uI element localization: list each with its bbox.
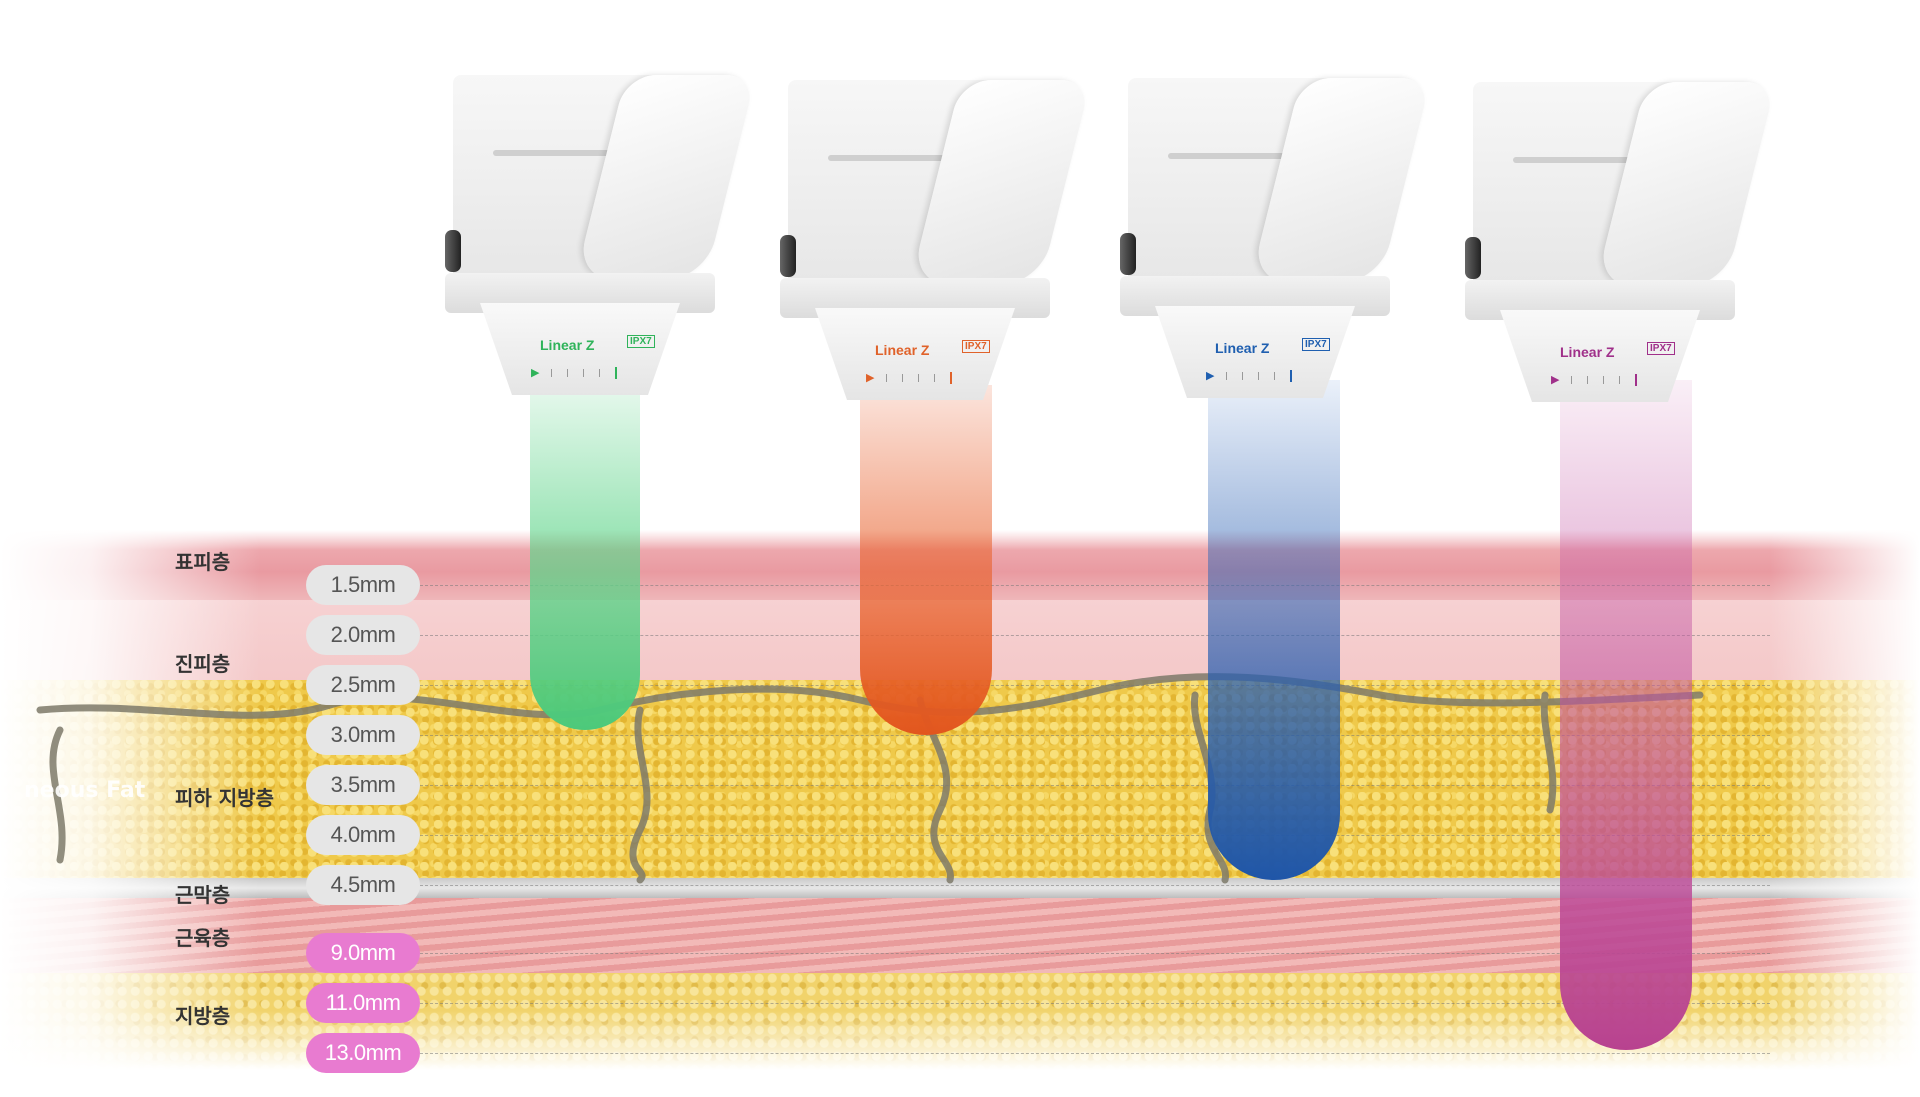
label-epidermis: 표피층	[175, 550, 231, 574]
depth-scale-icon: ▶	[531, 367, 621, 379]
fascia-layer	[0, 878, 1920, 898]
orange-beam	[860, 385, 992, 735]
label-subcutaneous-fat: 피하 지방층	[175, 786, 274, 810]
purple-cartridge-icon	[1500, 310, 1700, 402]
cartridge-1: Linear Z IPX7 ▶	[445, 75, 757, 395]
label-fascia: 근막층	[175, 883, 231, 907]
blue-cartridge-icon	[1155, 306, 1355, 398]
purple-beam	[1560, 380, 1692, 1050]
cartridge-2: Linear Z IPX7 ▶	[780, 80, 1092, 400]
depth-line	[420, 1003, 1770, 1004]
label-fat: 지방층	[175, 1004, 231, 1028]
knob-icon	[445, 230, 461, 272]
cartridge-3: Linear Z IPX7 ▶	[1120, 78, 1432, 398]
cartridge-brand: Linear Z	[540, 337, 595, 353]
depth-pill-deep-3: 13.0mm	[306, 1033, 420, 1073]
ipx-badge: IPX7	[1302, 338, 1330, 351]
depth-scale-icon: ▶	[866, 372, 956, 384]
depth-pill-deep-2: 11.0mm	[306, 983, 420, 1023]
ghost-layer-label: neous Fat	[24, 778, 146, 803]
label-muscle: 근육층	[175, 926, 231, 950]
depth-pill-6: 4.0mm	[306, 815, 420, 855]
depth-line	[420, 835, 1770, 836]
green-cartridge-icon	[480, 303, 680, 395]
depth-pill-1: 1.5mm	[306, 565, 420, 605]
depth-pill-3: 2.5mm	[306, 665, 420, 705]
knob-icon	[1120, 233, 1136, 275]
ipx-badge: IPX7	[1647, 342, 1675, 355]
depth-pill-2: 2.0mm	[306, 615, 420, 655]
depth-pill-5: 3.5mm	[306, 765, 420, 805]
depth-line	[420, 785, 1770, 786]
depth-line	[420, 953, 1770, 954]
depth-line	[420, 1053, 1770, 1054]
depth-scale-icon: ▶	[1551, 374, 1641, 386]
depth-line	[420, 635, 1770, 636]
knob-icon	[780, 235, 796, 277]
cartridge-4: Linear Z IPX7 ▶	[1465, 82, 1777, 402]
orange-cartridge-icon	[815, 308, 1015, 400]
knob-icon	[1465, 237, 1481, 279]
depth-scale-icon: ▶	[1206, 370, 1296, 382]
depth-line	[420, 685, 1770, 686]
ipx-badge: IPX7	[962, 340, 990, 353]
label-dermis: 진피층	[175, 652, 231, 676]
depth-pill-4: 3.0mm	[306, 715, 420, 755]
depth-line	[420, 885, 1770, 886]
green-beam	[530, 385, 640, 730]
depth-pill-7: 4.5mm	[306, 865, 420, 905]
ipx-badge: IPX7	[627, 335, 655, 348]
blue-beam	[1208, 380, 1340, 880]
cartridge-brand: Linear Z	[875, 342, 930, 358]
depth-line	[420, 735, 1770, 736]
depth-pill-deep-1: 9.0mm	[306, 933, 420, 973]
depth-line	[420, 585, 1770, 586]
cartridge-brand: Linear Z	[1215, 340, 1270, 356]
cartridge-brand: Linear Z	[1560, 344, 1615, 360]
